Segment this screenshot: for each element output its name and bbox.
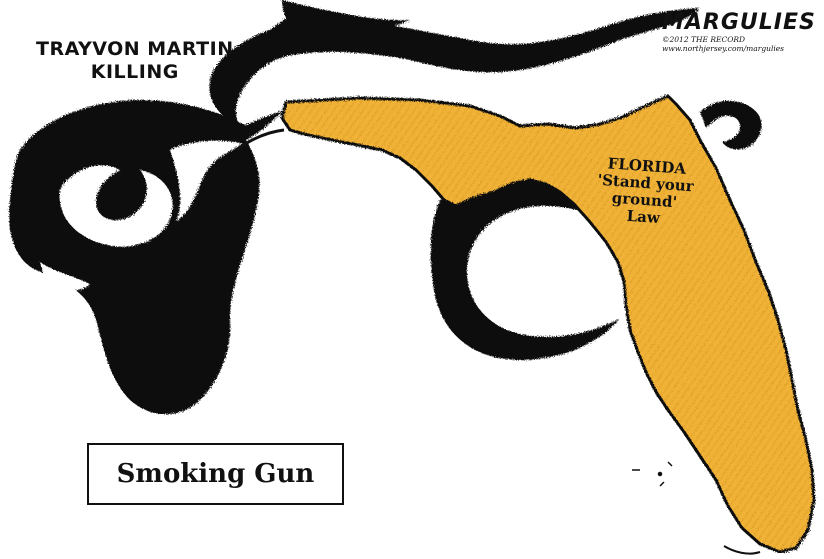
- florida-law-label: FLORIDA 'Stand your ground' Law: [568, 153, 722, 231]
- smoke-swirls: [40, 140, 244, 291]
- artist-signature: MARGULIES ©2012 THE RECORD www.northjers…: [662, 10, 816, 53]
- artist-name: MARGULIES: [662, 10, 816, 35]
- smoke-wisp: [235, 128, 285, 152]
- florida-map: [280, 94, 816, 555]
- heading-line-2: KILLING: [90, 61, 179, 83]
- copyright-line: ©2012 THE RECORD: [662, 35, 746, 44]
- ground-marks: [632, 461, 673, 487]
- cartoon-heading: TRAYVON MARTIN KILLING: [36, 38, 234, 84]
- heading-line-1: TRAYVON MARTIN: [36, 38, 234, 60]
- website-line: www.northjersey.com/margulies: [662, 44, 785, 53]
- caption-text: Smoking Gun: [116, 459, 315, 489]
- caption-box: Smoking Gun: [87, 443, 344, 505]
- smoke-plume: [9, 0, 762, 415]
